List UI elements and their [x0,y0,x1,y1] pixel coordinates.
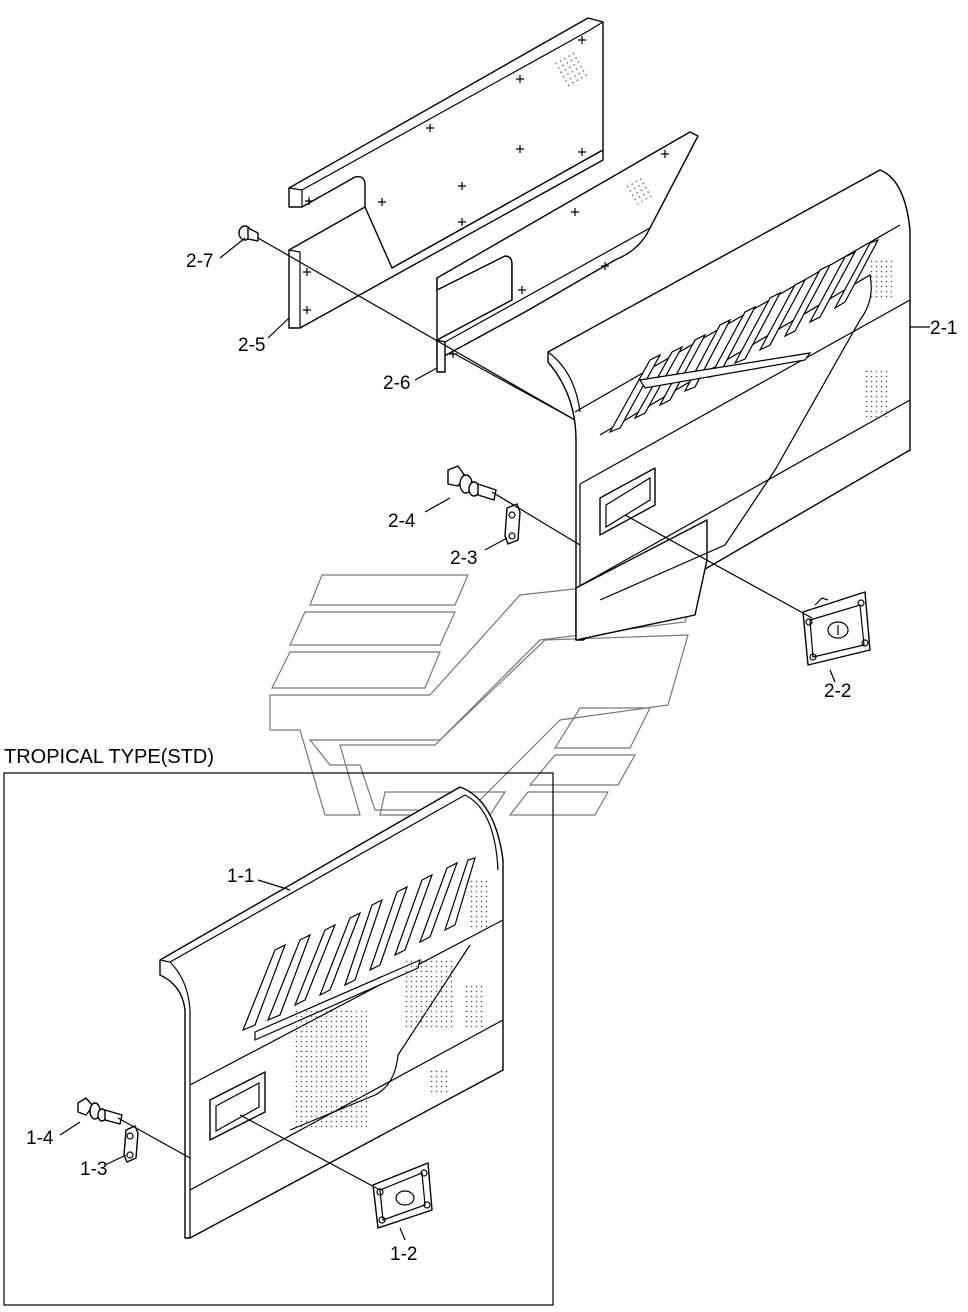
leader-lines-upper [219,237,930,683]
side-panel-1-1 [159,786,504,1239]
callout-2-3: 2-3 [450,548,477,569]
foam-pad-2-6 [436,131,699,373]
bolt-2-4 [447,465,497,501]
callout-2-6: 2-6 [383,373,410,394]
foam-pad-2-5 [288,17,604,329]
lock-2-2 [802,591,871,666]
section-title: TROPICAL TYPE(STD) [4,746,214,768]
callout-2-7: 2-7 [186,251,213,272]
callout-2-5: 2-5 [238,335,265,356]
tropical-type-frame [3,772,554,1306]
lock-1-2 [372,1162,433,1229]
bolt-1-4 [77,1097,123,1125]
leader-lines-lower [59,879,406,1241]
callout-1-3: 1-3 [80,1159,107,1180]
clip-1-3 [123,1125,139,1163]
clip-2-3 [504,503,521,545]
callout-2-2: 2-2 [824,681,851,702]
callout-2-1: 2-1 [930,318,957,339]
callout-1-2: 1-2 [390,1244,417,1265]
screw-2-7 [238,225,259,242]
callout-1-1: 1-1 [227,866,254,887]
callout-1-4: 1-4 [26,1128,54,1149]
background-logo-watermark [269,574,701,816]
callout-2-4: 2-4 [388,511,416,532]
